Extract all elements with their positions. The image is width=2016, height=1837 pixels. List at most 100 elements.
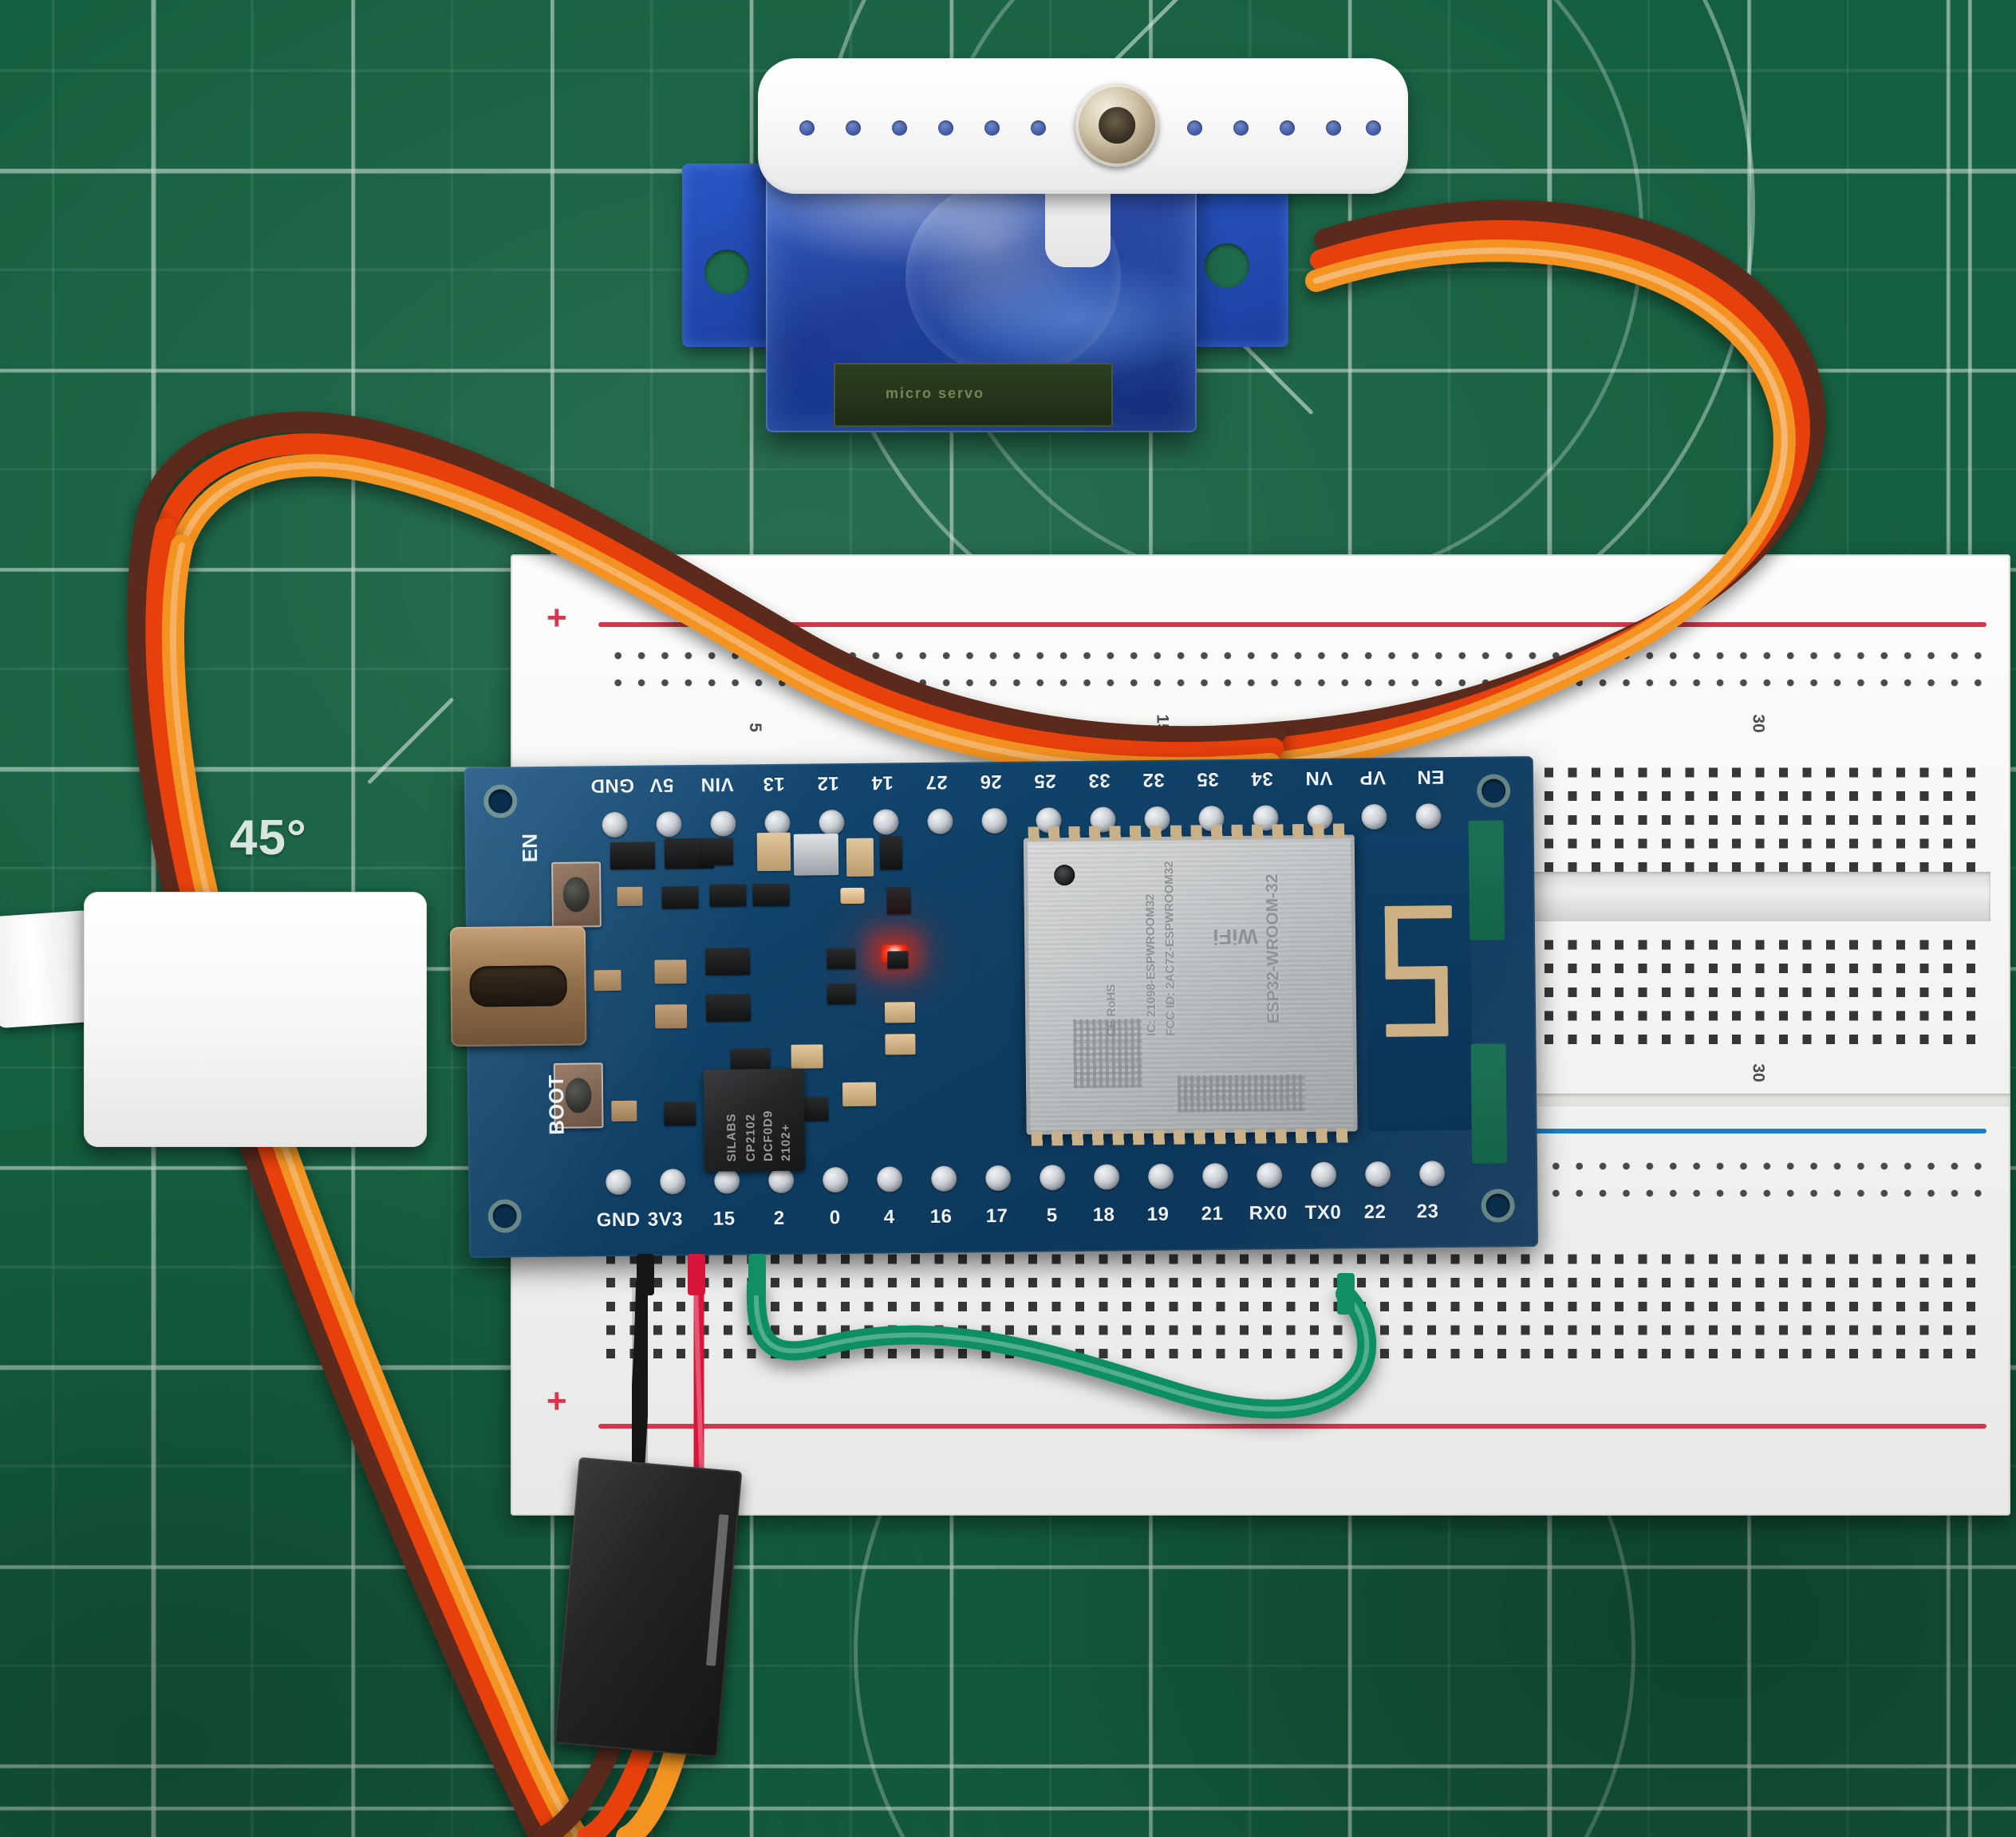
jumper-signal-head[interactable]: [748, 1254, 766, 1295]
header-pad[interactable]: [1311, 1161, 1337, 1188]
header-pad[interactable]: [710, 810, 736, 837]
pin-label-5: 5: [1046, 1204, 1058, 1227]
header-pad[interactable]: [714, 1168, 740, 1194]
servo-horn-hole: [892, 120, 907, 136]
boot-button-label: BOOT: [543, 1074, 569, 1136]
servo-horn-hole: [1280, 120, 1295, 136]
module-castellations-bottom: [1031, 1128, 1354, 1146]
enable-button-label: EN: [517, 833, 542, 863]
smd-capacitor: [791, 1044, 823, 1069]
pin-label-gnd-top: GND: [590, 774, 635, 797]
jumper-signal-tail-head[interactable]: [1337, 1273, 1355, 1315]
pin-label-0: 0: [829, 1207, 841, 1229]
jumper-ground-head[interactable]: [637, 1254, 654, 1295]
ic-marking-line3: DCF0D9: [761, 1110, 776, 1162]
pin-label-15: 15: [712, 1208, 736, 1230]
ic-marking-line1: SILABS: [724, 1113, 740, 1162]
servo-horn-hole: [1031, 120, 1046, 136]
module-test-hole: [1054, 865, 1075, 886]
servo-connector-plug[interactable]: [554, 1457, 743, 1758]
pcb-antenna-trace: [1386, 1023, 1449, 1037]
smd-component: [654, 960, 687, 984]
servo-cable-right-run: [1259, 199, 1826, 775]
pcb-mount-hole-top-right: [1481, 779, 1506, 803]
header-pad[interactable]: [873, 809, 899, 835]
smd-component: [705, 948, 751, 976]
header-pad[interactable]: [819, 810, 845, 836]
servo-cable-left-descent: [127, 500, 589, 1837]
servo-control-pcb: [834, 363, 1113, 427]
smd-capacitor: [846, 838, 874, 877]
pin-label-13: 13: [762, 772, 785, 795]
pin-label-35: 35: [1196, 768, 1219, 790]
pin-label-rx0: RX0: [1249, 1202, 1288, 1224]
esp32-wroom-module: WiFi ESP32-WROOM-32 FCC ID: 2AC7Z-ESPWRO…: [1023, 834, 1358, 1135]
pin-label-16: 16: [929, 1205, 953, 1228]
jumper-ground-wire: [626, 1275, 653, 1492]
jumper-power-head[interactable]: [688, 1254, 705, 1295]
esp32-board[interactable]: GND 5V VIN 13 12 14 27 26 25 33 32 35 34…: [449, 756, 1539, 1258]
header-pad[interactable]: [1415, 803, 1442, 830]
smd-capacitor: [885, 1034, 916, 1055]
header-pad[interactable]: [602, 811, 628, 838]
header-pad[interactable]: [606, 1169, 632, 1196]
usb-c-port[interactable]: [449, 925, 587, 1047]
header-pad[interactable]: [656, 811, 682, 838]
module-wifi-mark: WiFi: [1212, 924, 1258, 949]
pin-label-tx0: TX0: [1304, 1201, 1342, 1224]
usb-c-plug[interactable]: [84, 892, 427, 1147]
pin-label-22: 22: [1363, 1200, 1387, 1224]
header-pad[interactable]: [660, 1169, 686, 1195]
header-pad[interactable]: [1361, 803, 1387, 830]
servo-horn-hole: [1366, 120, 1381, 136]
pin-label-33: 33: [1087, 769, 1111, 791]
ic-marking-line4: 2102+: [779, 1123, 794, 1161]
header-pad[interactable]: [1040, 1165, 1066, 1191]
pcb-antenna-keepout: [1364, 833, 1474, 1132]
header-pad[interactable]: [1365, 1161, 1391, 1188]
header-pad[interactable]: [768, 1167, 795, 1194]
smd-inductor: [793, 834, 839, 876]
smd-component: [752, 883, 790, 907]
servo-mount-hole-right: [1205, 243, 1249, 288]
servo-horn-hole: [1233, 120, 1249, 136]
mat-angle-label: 45°: [230, 810, 307, 865]
servo-plug-rib: [705, 1514, 729, 1666]
header-pad[interactable]: [931, 1165, 957, 1192]
module-part-number: ESP32-WROOM-32: [1263, 873, 1284, 1024]
smd-component: [700, 838, 734, 865]
jumper-power-wire: [687, 1274, 711, 1494]
bottom-header-labels: GND 3V3 15 2 0 4 16 17 5 18 19 21 RX0 TX…: [597, 1200, 1482, 1242]
servo-cable-cross-run: [138, 412, 1287, 780]
pin-label-19: 19: [1146, 1203, 1170, 1226]
pin-label-27: 27: [925, 771, 948, 793]
pin-label-26: 26: [979, 770, 1002, 793]
header-pad[interactable]: [823, 1167, 849, 1193]
pcb-exposed-copper: [1468, 820, 1505, 940]
header-pad[interactable]: [1419, 1161, 1446, 1187]
header-pad[interactable]: [985, 1165, 1012, 1192]
pin-label-21: 21: [1201, 1203, 1224, 1225]
servo-horn-hole: [938, 120, 953, 136]
module-fcc-id: FCC ID: 2AC7Z-ESPWROOM32: [1162, 861, 1178, 1036]
pin-label-5v: 5V: [649, 774, 674, 796]
header-pad[interactable]: [1202, 1163, 1229, 1189]
header-pad[interactable]: [1148, 1163, 1174, 1190]
header-pad[interactable]: [981, 807, 1008, 834]
smd-component: [827, 948, 856, 970]
servo-horn[interactable]: [758, 58, 1408, 194]
smd-component: [594, 969, 621, 991]
enable-reset-button[interactable]: [551, 861, 602, 928]
header-pad[interactable]: [927, 808, 953, 834]
smd-component: [879, 836, 903, 870]
smd-capacitor: [842, 1082, 877, 1107]
pcb-mount-hole-bottom-right: [1485, 1193, 1510, 1218]
servo-mount-hole-left: [704, 250, 749, 294]
header-pad[interactable]: [1257, 1162, 1283, 1189]
smd-component: [611, 1100, 637, 1122]
header-pad[interactable]: [877, 1166, 903, 1192]
breadboard-bottom-plus-symbol: +: [546, 1382, 567, 1421]
header-pad[interactable]: [1094, 1164, 1120, 1190]
